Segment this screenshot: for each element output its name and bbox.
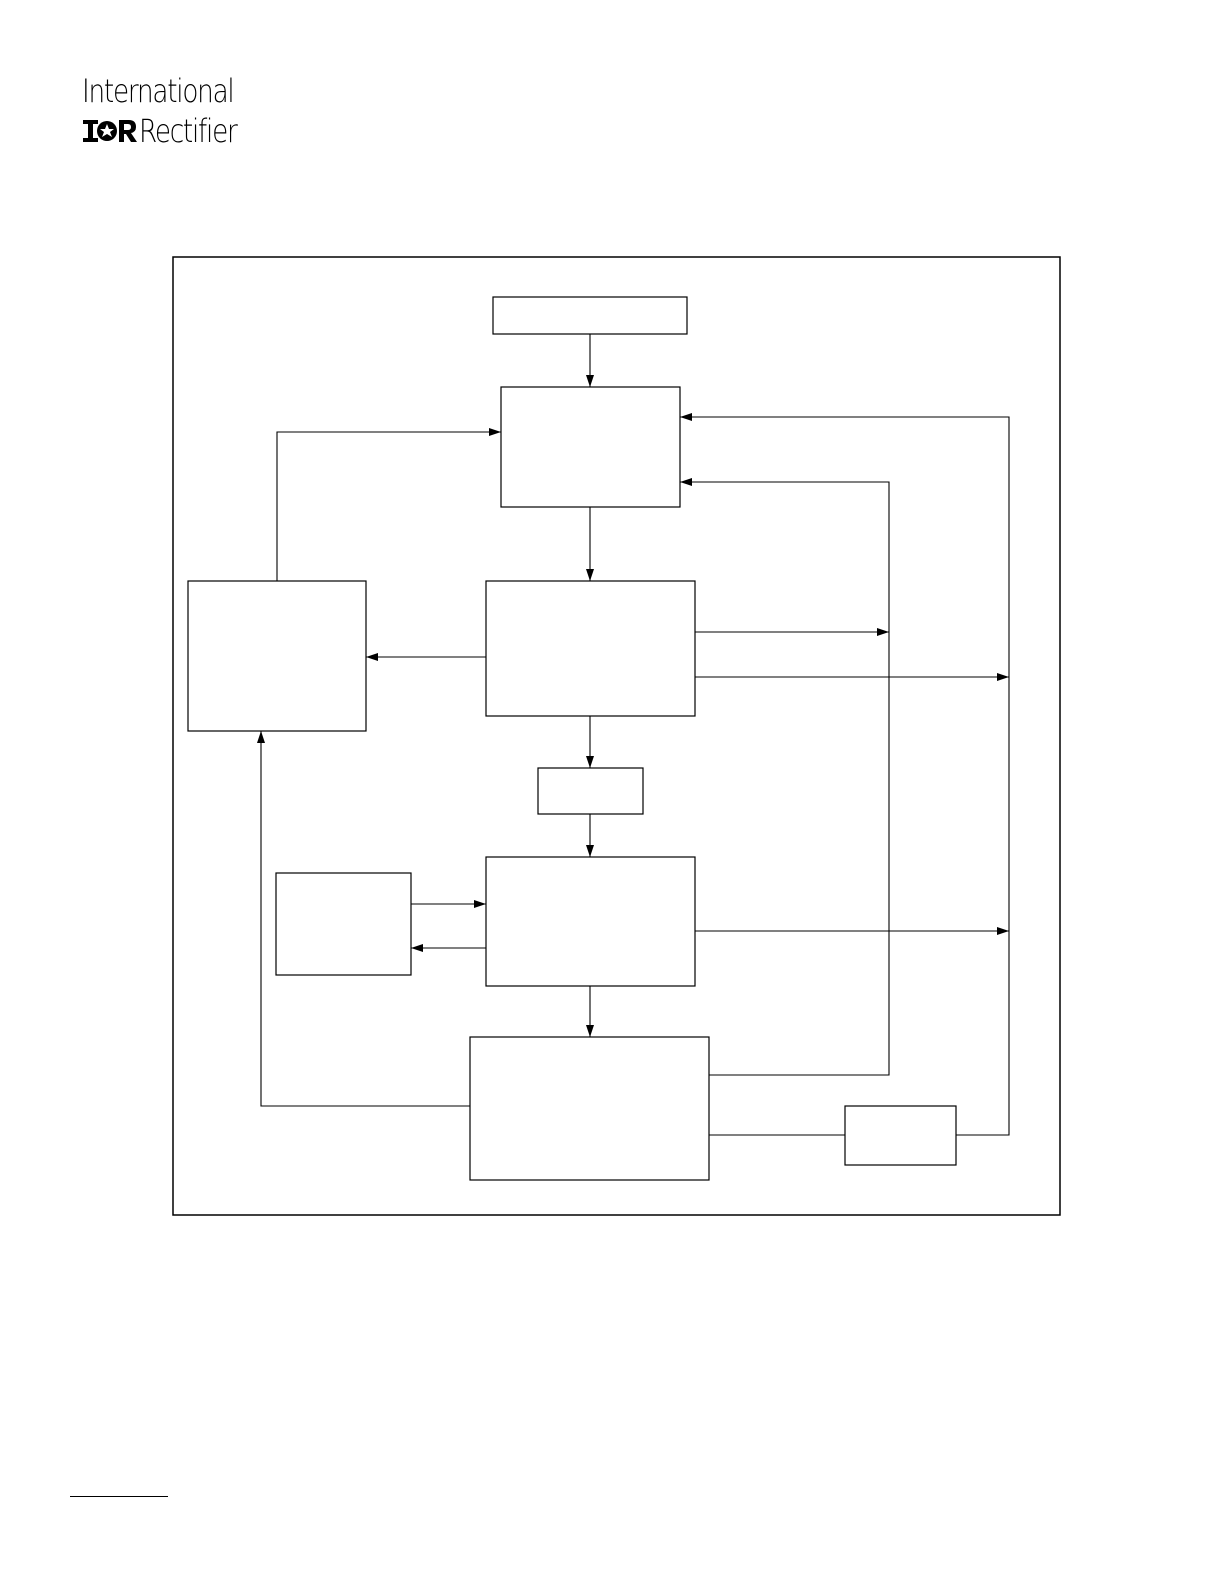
- ior-logo-icon: [83, 120, 137, 142]
- arrow-left-to-a: [276, 428, 501, 581]
- side-block: [275, 872, 412, 976]
- company-name-line1: International: [82, 72, 235, 110]
- top-input-block: [492, 296, 688, 335]
- company-name-line2: Rectifier: [139, 112, 238, 150]
- block-a: [500, 386, 681, 508]
- footer-rule: [70, 1496, 168, 1497]
- block-c: [485, 856, 696, 987]
- small-mid-block: [537, 767, 644, 815]
- arrow-inner-feedback-to-a: [680, 478, 890, 1076]
- bottom-right-small-block: [844, 1105, 957, 1166]
- arrow-outer-feedback-to-a: [680, 413, 1010, 1136]
- arrow-bottom-to-left: [257, 731, 470, 1107]
- company-logo: International Rectifier: [82, 70, 252, 154]
- left-block: [187, 580, 367, 732]
- bottom-block: [469, 1036, 710, 1181]
- block-b: [485, 580, 696, 717]
- diagram-frame: [172, 256, 1061, 1216]
